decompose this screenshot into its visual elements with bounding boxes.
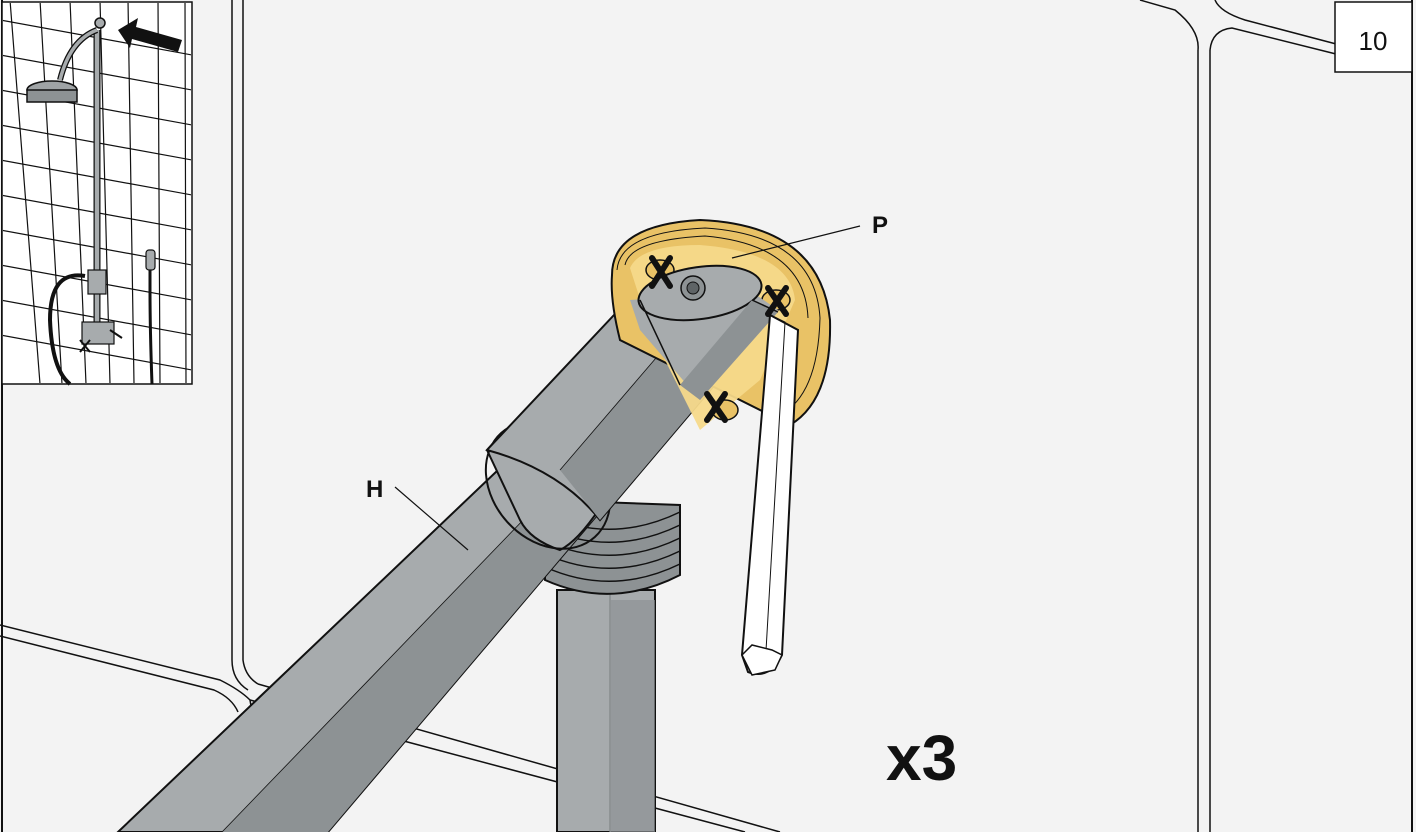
leader-line-h <box>394 486 469 551</box>
label-p: P <box>872 212 888 239</box>
step-number: 10 <box>1359 26 1388 56</box>
arrow-left-icon <box>118 18 182 52</box>
holder-part <box>116 264 780 832</box>
x-mark-icon <box>649 255 789 423</box>
supply-pipe <box>544 498 681 832</box>
overview-inset <box>1 1 193 386</box>
step-number-box <box>1334 1 1413 73</box>
hex-key <box>740 313 800 676</box>
label-h: H <box>366 476 383 503</box>
quantity-label: x3 <box>886 722 957 794</box>
leader-line-p <box>731 225 861 259</box>
